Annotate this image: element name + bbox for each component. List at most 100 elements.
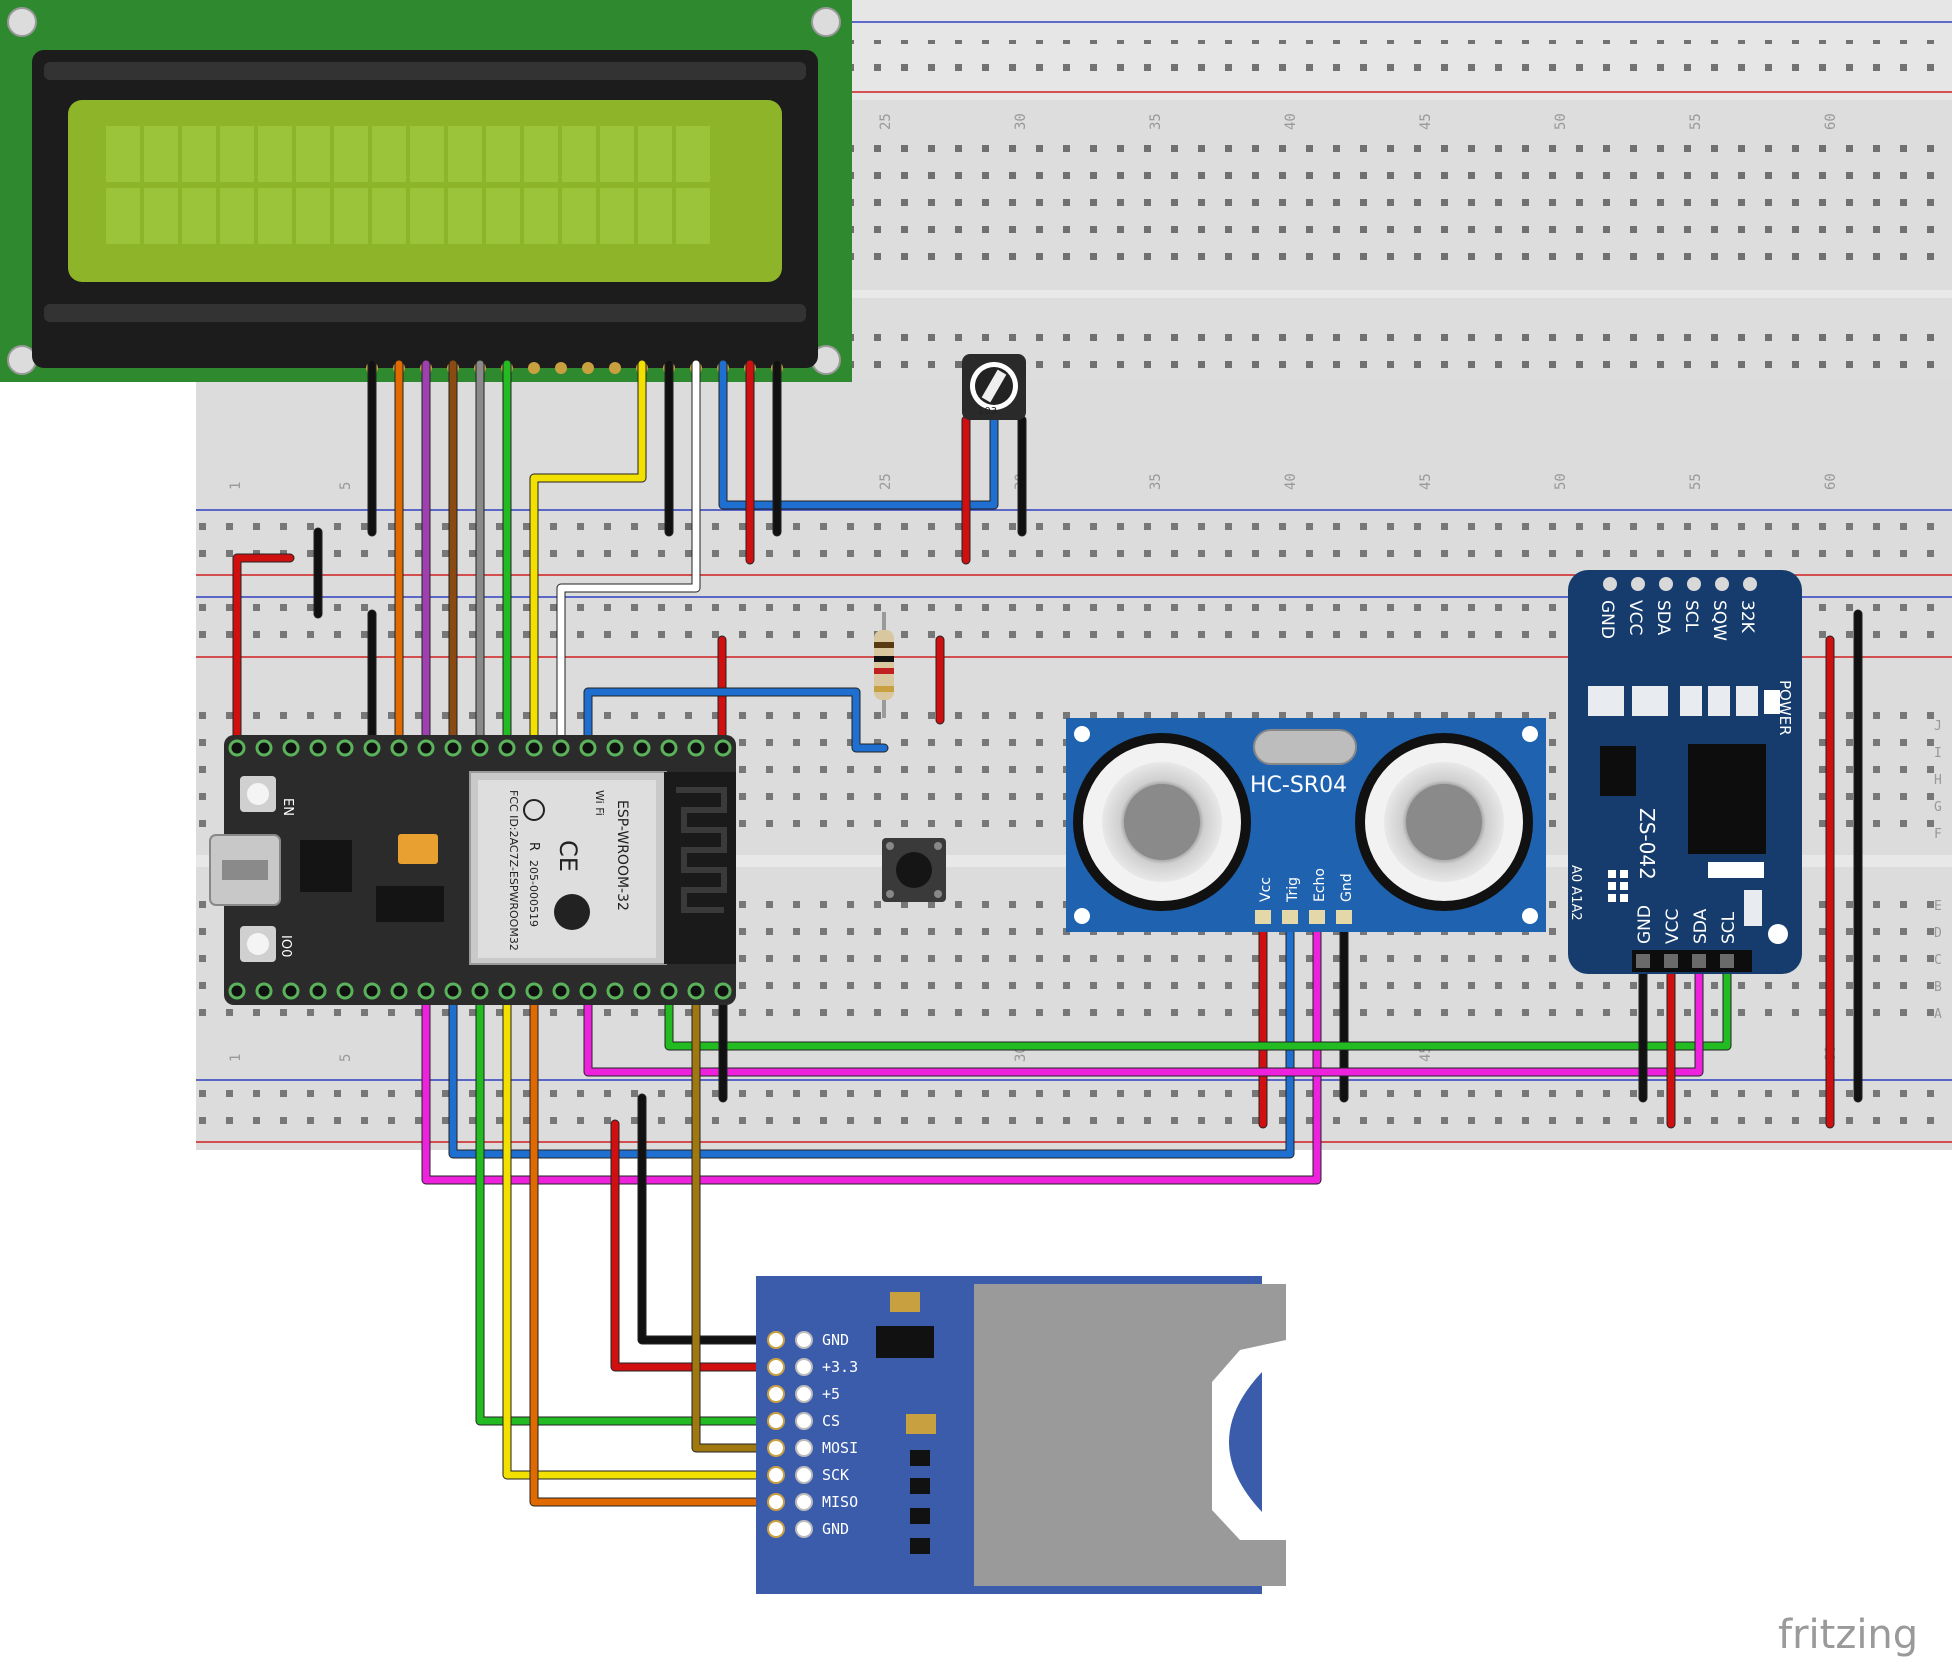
- esp32-pin: [660, 739, 678, 757]
- breadboard-row-letters: J I H G F E D C B A: [1934, 719, 1942, 1022]
- rtc-top-pin-label: GND: [1597, 600, 1617, 639]
- row-letter: C: [1934, 953, 1942, 968]
- row-letter: F: [1934, 827, 1942, 842]
- wire-orange: [530, 987, 780, 1506]
- rtc-top-pin-label: 32K: [1737, 600, 1757, 634]
- col-num: 40: [1283, 473, 1299, 490]
- breadboard-main: [196, 380, 1952, 1150]
- lcd-pin: [528, 362, 540, 374]
- rtc-address-label: A0 A1A2: [1568, 865, 1583, 921]
- col-num: 45: [1418, 113, 1434, 130]
- ultrasonic-sensor[interactable]: HC-SR04 Vcc Trig Echo Gnd: [1066, 718, 1546, 932]
- lcd-pin: [582, 362, 594, 374]
- rtc-top-pin-label: VCC: [1625, 600, 1645, 635]
- col-num: 55: [1688, 113, 1704, 130]
- esp32-pin: [579, 739, 597, 757]
- col-num: 50: [1553, 473, 1569, 490]
- esp32-pin: [498, 982, 516, 1000]
- wires: [232, 359, 1863, 1507]
- row-letter: G: [1934, 800, 1942, 815]
- lcd-module[interactable]: [0, 0, 852, 382]
- sd-pin: [767, 1385, 785, 1403]
- lcd-cell: [220, 188, 254, 244]
- lcd-cell: [638, 188, 672, 244]
- sd-pin: [767, 1439, 785, 1457]
- lcd-cell: [372, 188, 406, 244]
- rtc-top-pins: [1603, 577, 1757, 591]
- rtc-pin: [1631, 577, 1645, 591]
- wire-green: [665, 958, 1731, 1050]
- lcd-cell: [296, 188, 330, 244]
- esp32-pin: [390, 982, 408, 1000]
- mount-hole-icon: [811, 7, 841, 37]
- sd-pin: [767, 1520, 785, 1538]
- esp32-pin: [714, 739, 732, 757]
- sd-pin-label: MISO: [822, 1493, 858, 1511]
- sensor-label: HC-SR04: [1250, 773, 1347, 798]
- usb-uart-chip: [300, 840, 352, 892]
- esp32-pin: [390, 739, 408, 757]
- esp32-pin: [687, 982, 705, 1000]
- esp32-pin: [552, 739, 570, 757]
- row-letter: J: [1934, 719, 1942, 734]
- wire-green: [476, 987, 780, 1425]
- crystal: [1253, 729, 1357, 765]
- fcc-logo-icon: [523, 799, 545, 821]
- lcd-cell: [182, 126, 216, 182]
- lcd-pin: [609, 362, 621, 374]
- wire-yellow: [530, 360, 646, 752]
- sd-pin: [767, 1466, 785, 1484]
- pin-label-trig: Trig: [1285, 877, 1301, 903]
- pin-label-echo: Echo: [1312, 868, 1328, 902]
- esp32-board[interactable]: EN IO0 ESP-WROOM-32 FCC ID:2AC7Z-ESPWROO…: [209, 735, 736, 1005]
- col-num: 60: [1823, 473, 1839, 490]
- pin-label-gnd: Gnd: [1339, 873, 1355, 902]
- sd-pin: [795, 1385, 813, 1403]
- esp32-pin: [444, 739, 462, 757]
- esp32-pin: [579, 982, 597, 1000]
- regulator-chip: [376, 886, 444, 922]
- esp32-pin: [606, 982, 624, 1000]
- sd-pin-label: +3.3: [822, 1358, 858, 1376]
- mount-hole-icon: [7, 7, 37, 37]
- row-letter: H: [1934, 773, 1942, 788]
- potentiometer[interactable]: 103: [962, 354, 1026, 420]
- breadboard-upper: [852, 0, 1952, 460]
- col-num: 45: [1418, 473, 1434, 490]
- esp32-pin: [309, 982, 327, 1000]
- esp32-pin: [363, 739, 381, 757]
- rtc-top-pin-label: SQW: [1709, 600, 1729, 641]
- esp32-pin: [525, 739, 543, 757]
- wire-yellow: [503, 987, 780, 1479]
- sd-pin: [795, 1331, 813, 1349]
- r-mark: R: [526, 842, 541, 851]
- wire-white: [557, 360, 700, 752]
- ce-mark: CE: [554, 840, 582, 872]
- col-num: 25: [878, 473, 894, 490]
- rtc-pin: [1715, 577, 1729, 591]
- rtc-module[interactable]: GND VCC SDA SCL SQW 32K POWER ZS-042 A0 …: [1568, 570, 1802, 974]
- lcd-pin: [555, 362, 567, 374]
- rtc-bottom-pin-label: GND: [1635, 905, 1655, 944]
- esp32-pin: [255, 739, 273, 757]
- sd-pin: [795, 1358, 813, 1376]
- row-letter: A: [1934, 1007, 1942, 1022]
- sd-pin: [795, 1412, 813, 1430]
- lcd-cell: [334, 126, 368, 182]
- sd-pin: [767, 1412, 785, 1430]
- sd-pin-label: GND: [822, 1520, 849, 1538]
- esp32-pin: [228, 739, 246, 757]
- col-num: 1: [228, 482, 244, 490]
- sd-pin-label: GND: [822, 1331, 849, 1349]
- sd-pin-label: CS: [822, 1412, 840, 1430]
- wire-olive: [692, 987, 780, 1452]
- rtc-top-pin-label: SCL: [1681, 600, 1701, 633]
- rtc-pin: [1603, 577, 1617, 591]
- rtc-pin: [1659, 577, 1673, 591]
- lcd-cell: [106, 188, 140, 244]
- module-code: 205-000519: [527, 860, 540, 927]
- push-button[interactable]: [882, 838, 946, 902]
- wire-red: [611, 1120, 780, 1371]
